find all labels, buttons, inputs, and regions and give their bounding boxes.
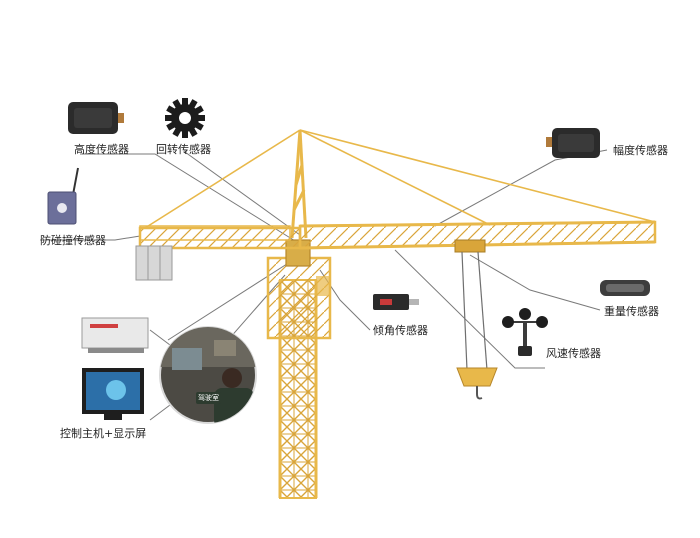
hook-block: [456, 367, 498, 400]
counter-jib: [138, 225, 302, 250]
trolley: [454, 239, 486, 253]
tower-head: [290, 129, 308, 239]
rotation-sensor-device: [165, 98, 205, 138]
label-weight-sensor: 重量传感器: [604, 305, 659, 318]
label-controller-display: 控制主机+显示屏: [60, 427, 147, 440]
label-amplitude-sensor: 幅度传感器: [613, 144, 668, 157]
leader-weight: [469, 254, 601, 311]
tie-rods: [144, 129, 656, 229]
tilt-sensor-device: [373, 294, 419, 310]
controller-host-device: [81, 317, 149, 353]
leader-controller-top: [149, 329, 171, 346]
hoist-ropes: [461, 251, 488, 371]
leader-height: [80, 153, 301, 245]
cab-badge-text: 驾驶室: [198, 394, 219, 402]
wind-sensor-device: [502, 308, 548, 356]
display-screen-device: [82, 368, 144, 420]
climbing-frame: [266, 256, 332, 340]
cab-badge: 驾驶室: [196, 392, 221, 404]
label-height-sensor: 高度传感器: [74, 143, 129, 156]
anticollision-sensor-device: [47, 167, 79, 225]
label-rotation-sensor: 回转传感器: [156, 143, 211, 156]
cab-interior-photo: [159, 326, 257, 424]
counterweights: [135, 245, 173, 281]
label-wind-sensor: 风速传感器: [546, 347, 601, 360]
leader-controller-bottom: [149, 404, 171, 421]
label-anticollision-sensor: 防碰撞传感器: [40, 234, 106, 247]
weight-sensor-device: [600, 280, 650, 296]
leader-anticollision: [40, 235, 141, 241]
leader-rotation: [184, 150, 301, 236]
amplitude-sensor-device: [546, 128, 600, 158]
leader-wind: [394, 249, 545, 369]
tower-crane: [135, 129, 657, 499]
height-sensor-device: [68, 102, 124, 134]
label-tilt-sensor: 倾角传感器: [373, 324, 428, 337]
